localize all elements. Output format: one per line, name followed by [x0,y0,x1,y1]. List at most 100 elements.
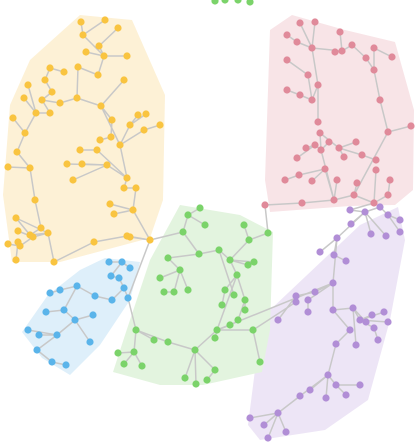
green-edge [252,329,261,363]
green-edge [133,329,137,353]
cluster-hulls [3,15,414,440]
green-edge [173,269,181,293]
yellow-node [48,88,56,96]
green-node [195,250,203,258]
purple-edge [325,374,329,399]
yellow-node [4,163,12,171]
green-node [203,376,211,384]
blue-edge [63,285,78,311]
blue-node [108,296,116,304]
blue-node [42,308,50,316]
green-node [176,266,184,274]
red-node [407,122,415,130]
purple-edge [327,343,337,376]
yellow-node [100,52,108,60]
yellow-node [94,71,102,79]
purple-node [396,228,404,236]
yellow-node [26,164,34,172]
yellow-node [142,110,150,118]
purple-node [368,311,376,319]
green-node [156,274,164,282]
green-node [218,301,226,309]
yellow-node [44,229,52,237]
yellow-node [146,236,154,244]
purple-node [324,371,332,379]
cross-cluster-edge [127,239,151,299]
green-node [211,0,219,5]
red-node [281,176,289,184]
green-node [184,211,192,219]
yellow-edge [119,144,128,179]
yellow-node [50,258,58,266]
red-node [331,48,339,56]
purple-node [367,230,375,238]
yellow-edge [132,209,151,241]
purple-node [264,434,272,442]
yellow-edge [100,79,125,107]
purple-edge [277,395,301,414]
yellow-node [107,133,115,141]
green-edge [194,329,218,351]
purple-node [356,316,364,324]
green-edge [184,349,196,379]
yellow-node [63,160,71,168]
yellow-node [4,240,12,248]
red-node [384,128,392,136]
red-edge [298,168,326,176]
yellow-node [38,96,46,104]
yellow-node [20,94,28,102]
red-edge [264,202,303,206]
purple-node [292,298,300,306]
blue-node [53,331,61,339]
yellow-node [106,200,114,208]
yellow-node [32,109,40,117]
yellow-node [46,64,54,72]
green-node [184,286,192,294]
yellow-node [31,196,39,204]
red-node [352,138,360,146]
yellow-node [134,111,142,119]
green-node [240,221,248,229]
red-node [370,199,378,207]
green-edge [194,349,197,385]
green-node [170,288,178,296]
green-node [221,0,229,4]
yellow-edge [119,124,131,146]
yellow-node [129,206,137,214]
yellow-edge [34,199,42,229]
green-node [250,258,258,266]
yellow-node [132,184,140,192]
purple-node [382,232,390,240]
yellow-edge [109,203,134,211]
yellow-edge [82,34,105,57]
blue-edge [56,319,76,336]
green-node [211,366,219,374]
green-node [213,326,221,334]
yellow-edge [119,129,145,146]
red-node [372,156,380,164]
red-node [340,153,348,161]
purple-node [246,414,254,422]
red-node [325,138,333,146]
green-node [130,348,138,356]
red-edge [286,59,309,76]
yellow-edge [96,149,128,179]
cross-cluster-edge [349,202,375,211]
green-node [192,380,200,388]
yellow-node [9,114,17,122]
red-node [321,165,329,173]
yellow-node [79,31,87,39]
yellow-node [26,231,34,239]
yellow-edge [7,166,31,169]
yellow-node [101,16,109,24]
purple-node [306,386,314,394]
yellow-node [120,76,128,84]
purple-edge [249,412,279,419]
blue-cluster-hull [22,258,140,375]
green-edge [236,274,246,301]
red-node [304,71,312,79]
green-node [179,228,187,236]
red-node [316,129,324,137]
purple-edge [364,211,387,237]
